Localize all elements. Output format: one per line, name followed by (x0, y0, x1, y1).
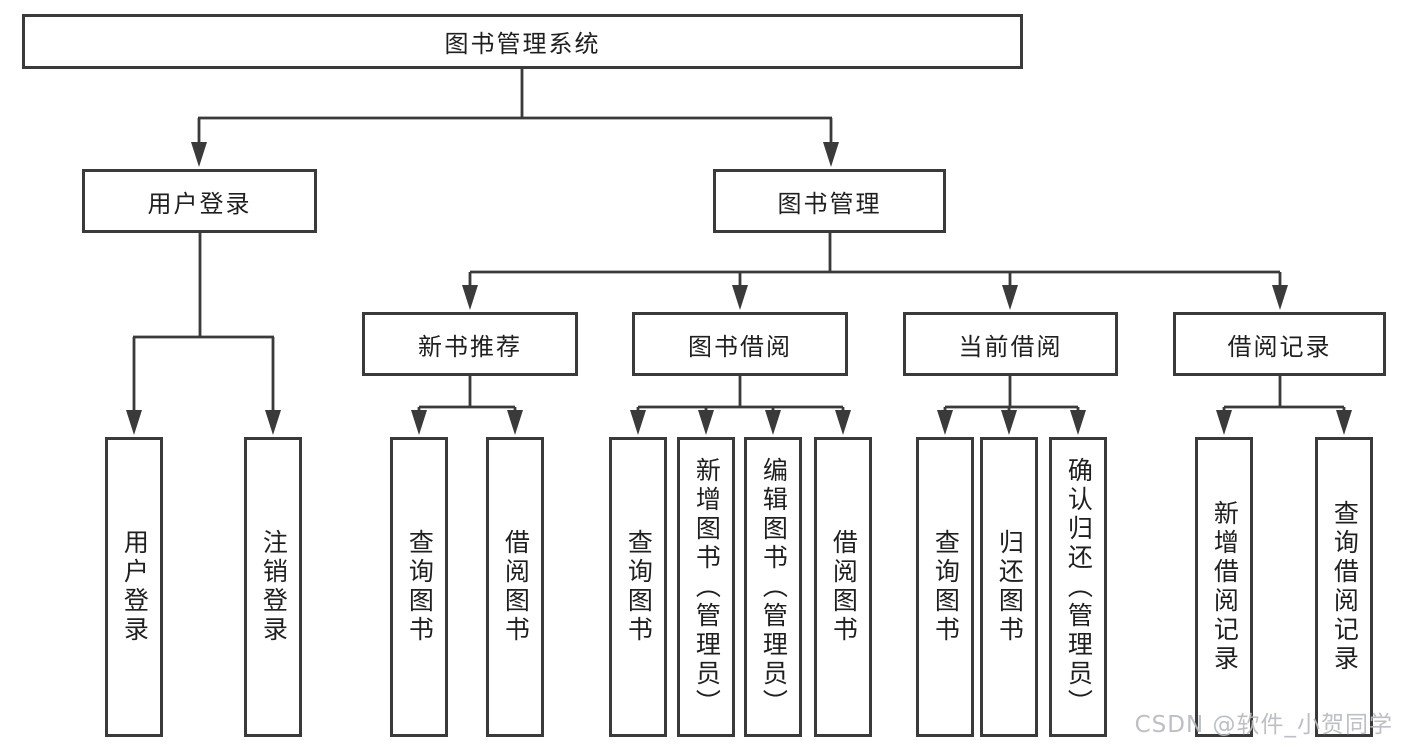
leaf-borrowing-edit-books-admin: 编辑图书（管理员） (744, 437, 802, 737)
node-label: 借阅记录 (1227, 332, 1332, 361)
leaf-recommend-query-books: 查询图书 (390, 437, 448, 737)
leaf-current-return-books: 归还图书 (980, 437, 1038, 737)
node-user-login: 用户登录 (82, 169, 317, 233)
node-label: 查询图书 (405, 529, 435, 645)
leaf-borrowing-query-books: 查询图书 (609, 437, 667, 737)
leaf-logout: 注销登录 (244, 437, 302, 737)
node-label: 查询图书 (931, 529, 961, 645)
leaf-records-add-record: 新增借阅记录 (1195, 437, 1253, 737)
node-label: 用户登录 (147, 189, 252, 218)
leaf-current-confirm-return-admin: 确认归还（管理员） (1049, 437, 1107, 737)
node-current-borrowing: 当前借阅 (903, 312, 1118, 376)
node-new-book-recommend: 新书推荐 (362, 312, 578, 376)
node-root-library-system: 图书管理系统 (22, 14, 1023, 69)
node-label: 图书借阅 (688, 332, 792, 361)
node-label: 新增图书（管理员） (692, 456, 722, 718)
leaf-user-login: 用户登录 (105, 437, 163, 737)
node-book-management: 图书管理 (713, 169, 946, 233)
node-label: 借阅图书 (501, 529, 531, 645)
node-label: 编辑图书（管理员） (759, 456, 789, 718)
node-label: 用户登录 (120, 529, 150, 645)
node-label: 新增借阅记录 (1210, 500, 1240, 674)
node-label: 图书管理系统 (444, 30, 601, 58)
node-label: 查询图书 (624, 529, 654, 645)
node-label: 图书管理 (777, 189, 882, 218)
node-label: 注销登录 (259, 529, 289, 645)
node-label: 当前借阅 (958, 332, 1063, 361)
node-borrowing-records: 借阅记录 (1173, 312, 1386, 376)
node-label: 查询借阅记录 (1330, 500, 1360, 674)
node-book-borrowing: 图书借阅 (632, 312, 848, 376)
leaf-borrowing-add-books-admin: 新增图书（管理员） (677, 437, 735, 737)
leaf-current-query-books: 查询图书 (916, 437, 974, 737)
node-label: 归还图书 (995, 529, 1025, 645)
leaf-borrowing-borrow-books: 借阅图书 (814, 437, 872, 737)
leaf-records-query-record: 查询借阅记录 (1315, 437, 1373, 737)
arrowheads (126, 142, 1352, 435)
csdn-watermark: CSDN @软件_小贺同学 (1134, 712, 1393, 738)
leaf-recommend-borrow-books: 借阅图书 (486, 437, 544, 737)
node-label: 确认归还（管理员） (1064, 456, 1094, 718)
node-label: 借阅图书 (829, 529, 859, 645)
node-label: 新书推荐 (418, 332, 522, 361)
